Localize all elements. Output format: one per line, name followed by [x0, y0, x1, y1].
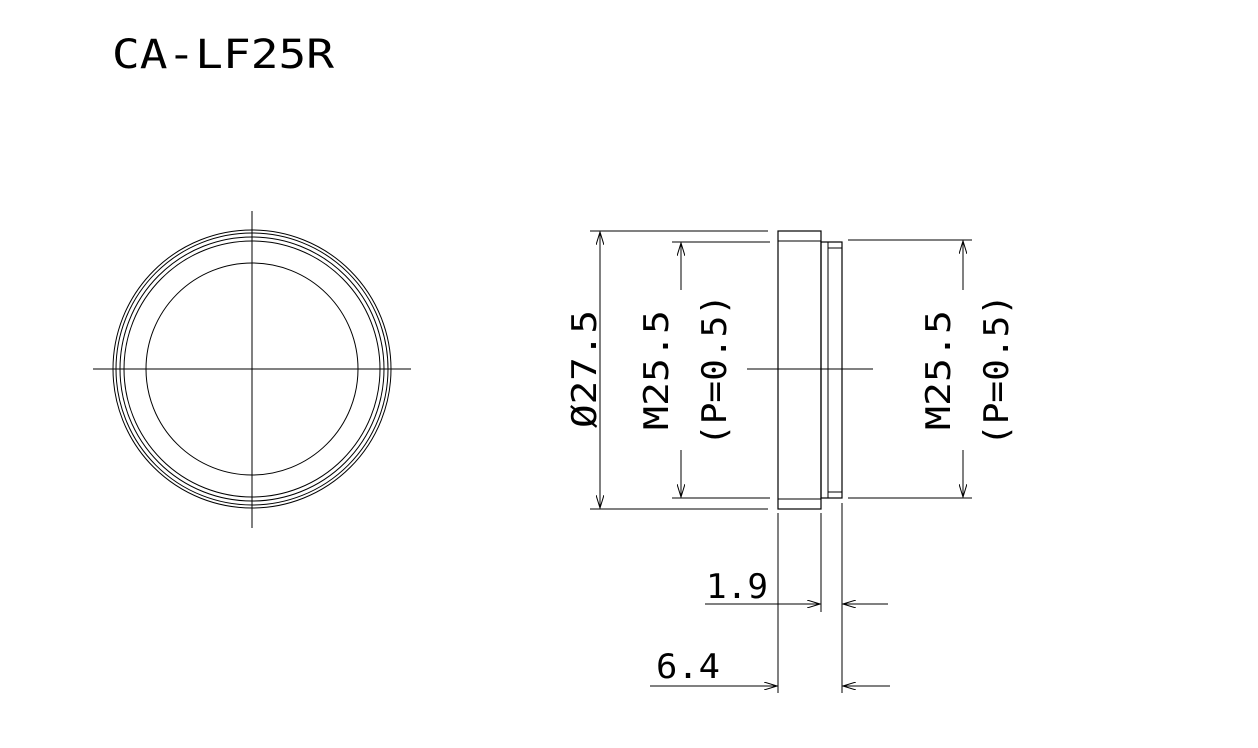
- thread-left-main-label: M25.5: [637, 310, 677, 430]
- thread-left-pitch-label: (P=0.5): [695, 294, 735, 446]
- dimension-total-length: 6.4: [650, 647, 890, 687]
- dimension-thread-length: 1.9: [705, 503, 888, 693]
- body-outline: [777, 230, 822, 510]
- thread-length-label: 1.9: [706, 567, 768, 607]
- drawing-title: CA-LF25R: [112, 32, 335, 78]
- dimension-thread-left: M25.5 (P=0.5): [637, 241, 770, 499]
- thread-right-main-label: M25.5: [919, 310, 959, 430]
- front-view: [93, 211, 411, 528]
- outer-diameter-label: Ø27.5: [565, 310, 605, 428]
- thread-outline: [820, 241, 843, 499]
- total-length-label: 6.4: [656, 647, 720, 687]
- thread-right-pitch-label: (P=0.5): [977, 294, 1017, 446]
- side-view: [747, 230, 873, 510]
- dimension-thread-right: M25.5 (P=0.5): [848, 239, 1017, 499]
- dimension-outer-diameter: Ø27.5: [565, 230, 768, 510]
